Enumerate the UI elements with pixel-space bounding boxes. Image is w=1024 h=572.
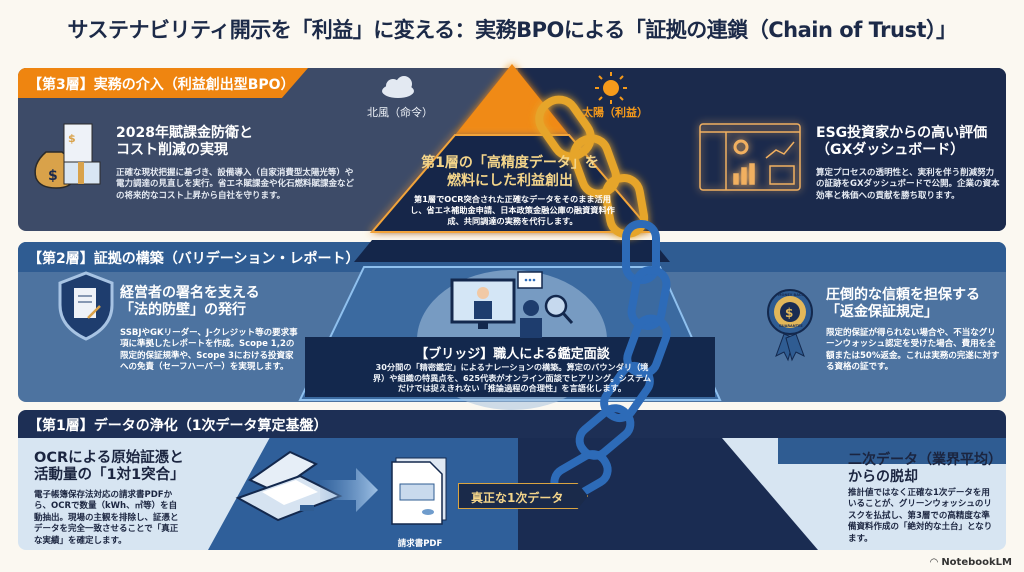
notebooklm-brand: ◠ NotebookLM [930,557,1012,568]
layer1-left-body: 電子帳簿保存法対応の請求書PDFから、OCRで数量（kWh、㎥等）を自動抽出。現… [34,490,179,546]
layer2-left-title: 経営者の署名を支える 「法的防壁」の発行 [120,285,260,318]
sun-label: 太陽（利益） [582,106,648,119]
layer1-left-title: OCRによる原始証憑と 活動量の「1対1突合」 [34,450,185,484]
pdf-label: 請求書PDF [397,539,443,549]
layer1-right-strip [778,438,1006,464]
layer1-right-body: 推計値ではなく正確な1次データを用いることが、グリーンウォッシュのリスクを払拭し… [848,488,993,544]
layer3-left-body: 正確な現状把握に基づき、設備導入（自家消費型太陽光等）や電力調達の見直しを実行。… [116,168,355,201]
layer1-header: 【第1層】データの浄化（1次データ算定基盤） [28,418,328,434]
layer3-center-body: 第1層でOCR突合された正確なデータをそのまま活用し、省エネ補助金申請、日本政策… [410,194,615,227]
notebooklm-logo-icon: ◠ [930,557,942,568]
badge-text-top: MONEY BACK [778,293,805,297]
layer2-center-title: 【ブリッジ】職人による鑑定面談 [415,347,610,362]
layer3-left-title: 2028年賦課金防衛と コスト削減の実現 [116,125,253,158]
layer2-right-title: 圧倒的な信頼を担保する 「返金保証規定」 [826,287,980,320]
page-title: サステナビリティ開示を「利益」に変える：実務BPOによる「証拠の連鎖（Chain… [67,18,957,42]
layer3-right-title: ESG投資家からの高い評価 （GXダッシュボード） [816,125,988,158]
layer1-right-title: 二次データ（業界平均） からの脱却 [848,452,1002,485]
badge-text-bottom: GUARANTEE [779,324,803,328]
primary-data-chip: 真正な1次データ [458,483,588,509]
layer3-header: 【第3層】実務の介入（利益創出型BPO） [18,68,308,98]
layer2-center-body: 30分間の「精密鑑定」によるナレーションの構築。算定のバウンダリ（境界）や組織の… [372,362,652,394]
layer2-header: 【第2層】証拠の構築（バリデーション・レポート） [28,251,360,267]
layer3-right-body: 算定プロセスの透明性と、実利を伴う削減努力の証跡をGXダッシュボードで公開。企業… [816,168,1000,201]
north-wind-label: 北風（命令） [367,106,433,119]
layer1-header-bar [18,410,1006,438]
layer2-right-body: 限定的保証が得られない場合や、不当なグリーンウォッシュ認定を受けた場合、費用を全… [826,328,1000,373]
layer3-center-title: 第1層の「高精度データ」を 燃料にした利益創出 [421,155,599,189]
layer2-left-body: SSBJやGKリーダー、J-クレジット等の要求事項に準拠したレポートを作成。Sc… [120,328,298,373]
